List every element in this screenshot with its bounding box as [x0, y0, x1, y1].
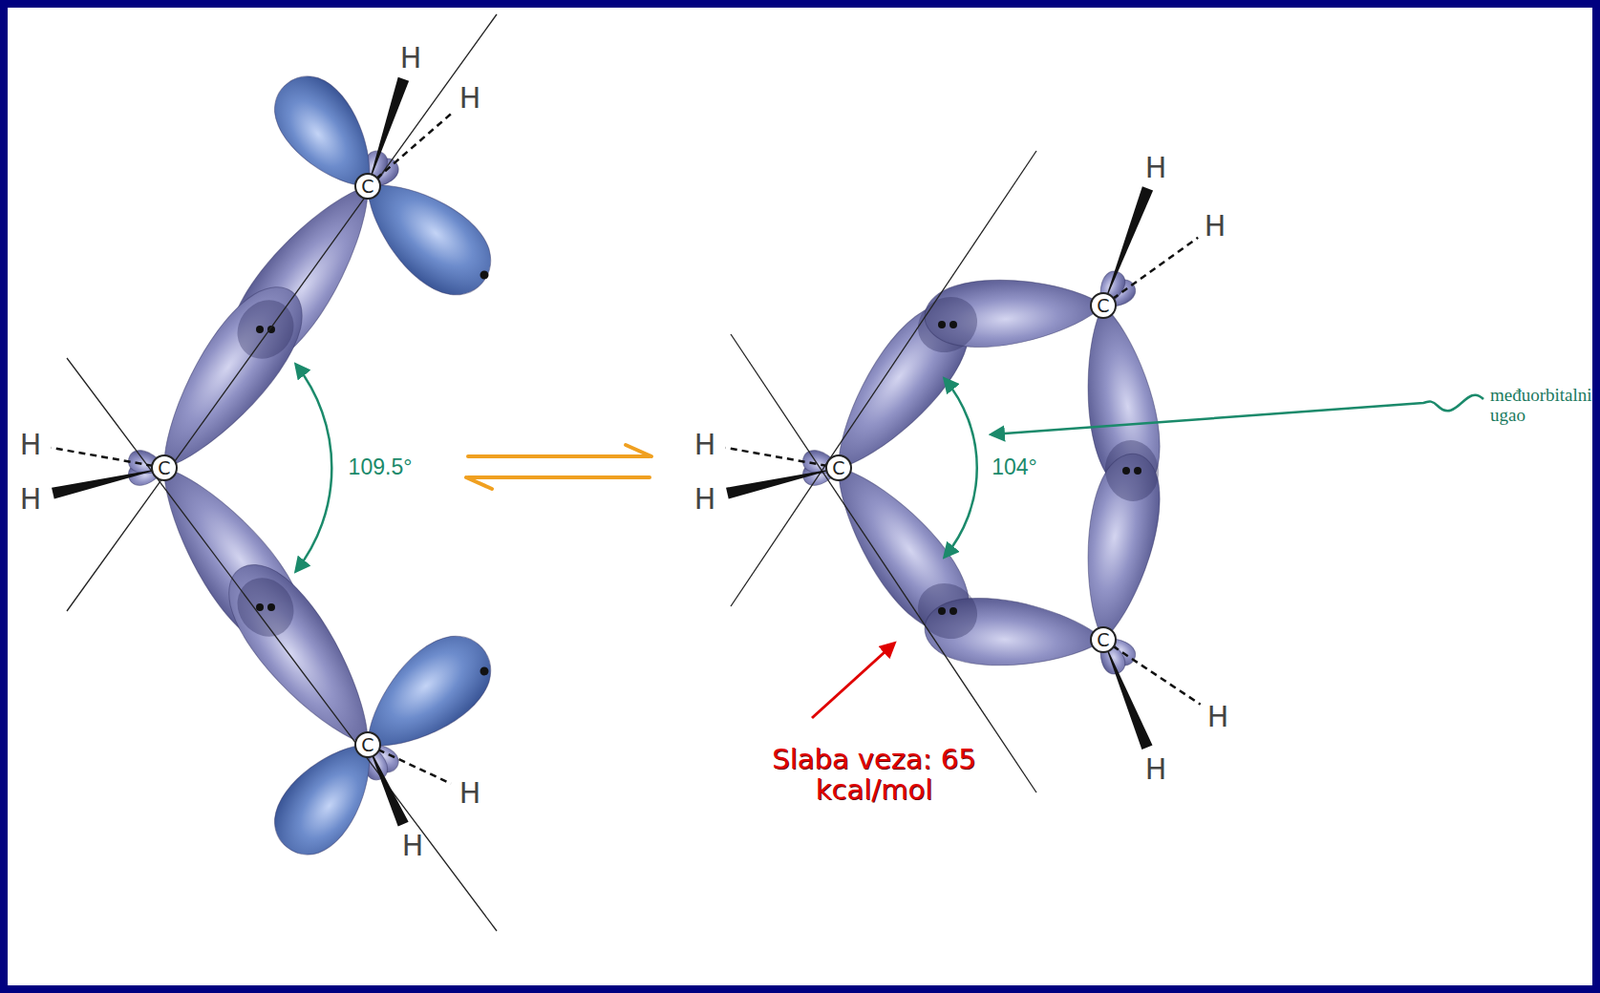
dashed-bond: [367, 110, 454, 187]
orbital-lobes: [126, 61, 1170, 870]
hydrogen-bonds: [51, 77, 1201, 828]
wedge-bond: [51, 468, 165, 500]
hydrogen-label: H: [1145, 753, 1168, 786]
leader-line: [991, 395, 1484, 435]
hydrogen-label: H: [1145, 151, 1168, 184]
atom-symbol: C: [832, 459, 845, 478]
electron-dot: [938, 320, 946, 329]
hydrogen-label: H: [1207, 701, 1230, 733]
angle-arc: [296, 364, 332, 572]
callout-note: Slaba veza: 65 kcal/mol: [771, 745, 978, 807]
carbon-atom: C: [1089, 292, 1117, 320]
angle-arcs: [296, 364, 1484, 572]
axis-line: [730, 150, 1037, 607]
electron-dot: [480, 271, 490, 280]
annotation-text: međuorbitalni ugao: [1490, 385, 1594, 427]
axis-line: [66, 14, 497, 612]
forward-arrow: [468, 454, 650, 459]
atom-symbol: C: [157, 459, 171, 478]
carbon-atom: C: [825, 454, 853, 482]
carbon-atom: C: [1089, 626, 1117, 654]
atom-symbol: C: [1096, 297, 1110, 316]
reverse-arrow-head: [466, 477, 492, 490]
angle-value: 109.5°: [348, 455, 413, 480]
forward-arrow-head: [625, 445, 652, 457]
radical-lobe: [259, 61, 397, 208]
carbon-atom: C: [150, 454, 178, 482]
bond-overlap: [226, 567, 306, 649]
bond-overlaps: [226, 271, 1165, 677]
electron-dot: [949, 607, 958, 616]
wedge-bond: [725, 468, 839, 500]
hydrogen-label: H: [20, 428, 43, 461]
electron-dot: [1133, 467, 1142, 475]
wedge-bond: [367, 745, 409, 828]
hydrogen-label: H: [20, 483, 43, 515]
axis-line: [730, 334, 1037, 793]
hydrogen-label: H: [694, 483, 717, 515]
equilibrium-arrows: [466, 445, 652, 490]
electron-dot: [949, 320, 958, 329]
bond-overlap: [226, 289, 306, 371]
carbon-atom: C: [354, 731, 382, 759]
electron-dot: [1122, 467, 1131, 475]
hydrogen-label: H: [1204, 210, 1227, 242]
electron-dot: [938, 607, 946, 616]
dashed-bond: [725, 448, 839, 469]
carbon-atom: C: [354, 172, 382, 200]
dashed-bond: [1103, 237, 1198, 306]
electron-dot: [267, 603, 276, 612]
atom-symbol: C: [1096, 631, 1110, 650]
wedge-bond: [1103, 640, 1153, 750]
dashed-bond: [51, 448, 165, 469]
atom-symbol: C: [361, 736, 374, 755]
angle-value: 104°: [991, 455, 1038, 480]
hydrogen-label: H: [694, 428, 717, 461]
radical-lobe: [342, 156, 508, 313]
electron-dot: [480, 667, 490, 677]
angle-arc: [944, 379, 978, 557]
callout-arrow: [811, 643, 895, 719]
wedge-bond: [1103, 186, 1153, 306]
bond-overlap: [907, 573, 987, 650]
axis-lines: [66, 14, 1037, 932]
hydrogen-label: H: [459, 82, 482, 114]
orbital-lobe: [209, 547, 398, 768]
bond-overlap: [1100, 436, 1164, 507]
electron-dot: [256, 325, 264, 334]
hydrogen-label: H: [400, 42, 423, 74]
radical-lobe: [259, 723, 397, 870]
hydrogen-label: H: [402, 830, 425, 862]
atom-symbol: C: [361, 177, 374, 196]
reverse-arrow: [468, 475, 650, 480]
radical-lobe: [342, 618, 508, 775]
orbital-lobe: [134, 270, 322, 491]
axis-line: [66, 358, 497, 932]
electron-dot: [256, 603, 264, 612]
hydrogen-label: H: [459, 777, 482, 810]
